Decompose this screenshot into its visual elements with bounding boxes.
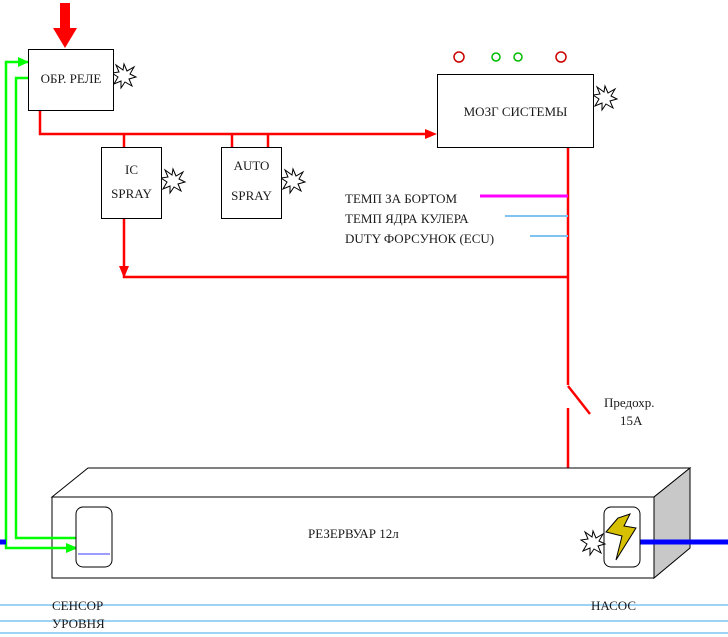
led-icon [491,52,501,62]
tank-label: РЕЗЕРВУАР 12л [308,526,399,541]
led-icon [453,51,465,63]
led-icon [555,51,567,63]
relay-block[interactable] [28,49,114,111]
ic-spray-block[interactable] [101,147,162,219]
auto-spray-label-2: SPRAY [231,188,272,203]
arrow-head [66,543,78,553]
sensor-housing [75,506,113,568]
sensor-wires [4,60,76,550]
starburst-icon [280,168,306,194]
fuse-label: Предохр. [604,395,655,410]
starburst-icon [592,85,618,111]
auto-spray-label-1: AUTO [233,158,270,173]
signal-label-core-temp: ТЕМП ЯДРА КУЛЕРА [345,211,469,226]
down-arrow-icon [53,3,77,48]
signal-label-outside-temp: ТЕМП ЗА БОРТОМ [345,191,458,206]
pump-label: НАСОС [591,598,637,613]
starburst-icon [111,63,137,89]
scan-artifact [0,604,728,606]
starburst-icon [160,168,186,194]
sensor-label-2: УРОВНЯ [52,616,105,631]
auto-spray-block[interactable] [221,147,282,219]
arrow-head [18,57,29,67]
arrow-head [119,266,129,278]
fuse-rating: 15А [620,413,643,428]
system-brain-label: МОЗГ СИСТЕМЫ [463,104,568,119]
scan-artifact [0,632,728,634]
ic-spray-label-2: SPRAY [111,186,152,201]
signal-label-injector-duty: DUTY ФОРСУНОК (ECU) [345,231,495,246]
sensor-label-1: СЕНСОР [52,598,104,613]
tank [50,466,692,580]
ic-spray-label-1: IC [125,162,138,177]
relay-label: ОБР. РЕЛЕ [40,71,102,86]
scan-artifact [0,620,728,622]
bolt-icon [605,513,637,561]
system-brain-block[interactable] [437,74,594,148]
led-icon [513,52,523,62]
arrow-head [425,129,437,139]
